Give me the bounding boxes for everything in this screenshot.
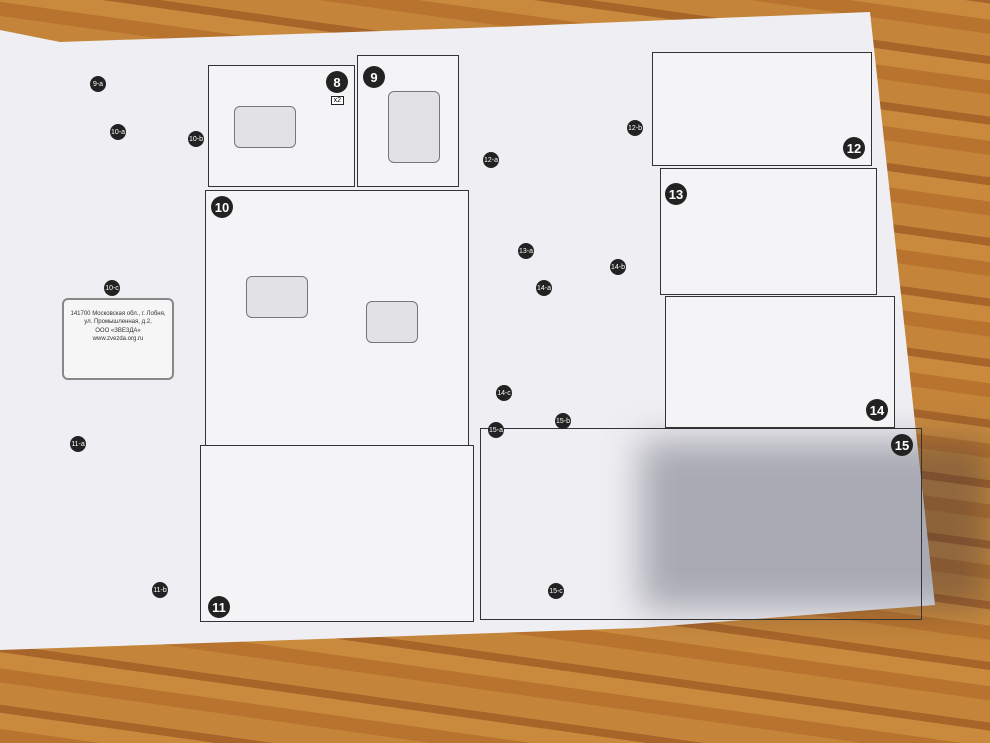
substep-label: 15-a: [488, 422, 504, 438]
substep-label: 14-b: [610, 259, 626, 275]
substep-label: 10-b: [188, 131, 204, 147]
address-line: ООО «ЗВЕЗДА»: [95, 327, 141, 334]
substep-label: 11-a: [70, 436, 86, 452]
panel-step-9: 9: [357, 55, 459, 187]
substep-label: 15-b: [555, 413, 571, 429]
step-number: 12: [843, 137, 865, 159]
panel-step-10: 10: [205, 190, 469, 447]
turret-drawing: [246, 276, 308, 318]
substep-label: 10-c: [104, 280, 120, 296]
turret-drawing: [366, 301, 418, 343]
substep-label: 15-c: [548, 583, 564, 599]
substep-label: 14-c: [496, 385, 512, 401]
substep-label: 12-b: [627, 120, 643, 136]
panel-step-15: 15: [480, 428, 922, 620]
substep-label: 10-a: [110, 124, 126, 140]
substep-label: 13-a: [518, 243, 534, 259]
step-number: 10: [211, 196, 233, 218]
step-number: 11: [208, 596, 230, 618]
manufacturer-address-box: 141700 Московская обл., г. Лобня, ул. Пр…: [62, 298, 174, 380]
turret-drawing: [388, 91, 440, 163]
qty-badge: x2: [330, 96, 344, 105]
panel-step-12: 12: [652, 52, 872, 166]
step-number: 14: [866, 399, 888, 421]
substep-label: 9-a: [90, 76, 106, 92]
panel-step-14: 14: [665, 296, 895, 428]
turret-drawing: [234, 106, 296, 148]
step-number: 15: [891, 434, 913, 456]
address-url: www.zvezda.org.ru: [92, 336, 144, 343]
substep-label: 12-a: [483, 152, 499, 168]
shadow: [640, 440, 990, 610]
step-number: 13: [665, 183, 687, 205]
step-number: 8: [326, 71, 348, 93]
substep-label: 11-b: [152, 582, 168, 598]
panel-step-13: 13: [660, 168, 877, 295]
step-number: 9: [363, 66, 385, 88]
panel-step-11: 11: [200, 445, 474, 622]
substep-label: 14-a: [536, 280, 552, 296]
address-line: 141700 Московская обл., г. Лобня,: [70, 311, 166, 317]
address-line: ул. Промышленная, д.2,: [84, 319, 152, 326]
